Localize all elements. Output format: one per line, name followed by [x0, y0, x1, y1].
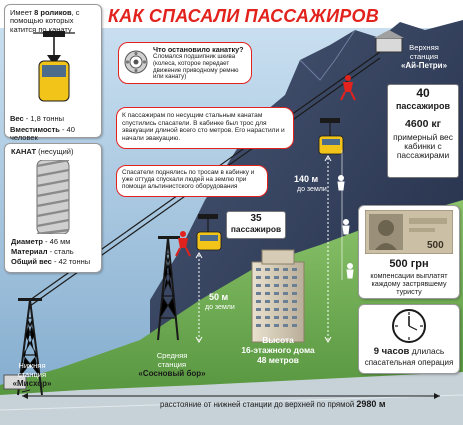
- rope-title: КАНАТ (несущий): [11, 147, 74, 156]
- station-lower-line1: Нижняя: [18, 361, 46, 370]
- tower-middle: [157, 236, 180, 341]
- rollers-prefix: Имеет: [10, 8, 33, 17]
- road: [0, 372, 463, 425]
- callout-stop-heading: Что остановило канатку?: [153, 45, 244, 54]
- rope-weight-label: Общий вес: [11, 257, 52, 266]
- callout-rescuers-descended: К пассажирам по несущим стальным канатам…: [116, 107, 294, 149]
- rope-material-value: - сталь: [47, 247, 74, 256]
- callout-stop-body: Сломался подшипник шкива (колеса, которо…: [153, 53, 239, 81]
- rope-strand-icon: [36, 160, 70, 234]
- rope-title-label: КАНАТ: [11, 147, 37, 156]
- lower-passenger-count: 35: [250, 213, 262, 224]
- duration-caption: спасательная операция: [364, 358, 454, 367]
- compensation-amount: 500 грн: [389, 258, 429, 270]
- cabin-specs-panel: Имеет 8 роликов, с помощью которых катит…: [4, 4, 102, 142]
- gondola-icon: [33, 31, 75, 102]
- compensation-caption: компенсации выплатят каждому застрявшему…: [370, 271, 448, 297]
- rope-weight: Общий вес - 42 тонны: [11, 257, 91, 266]
- rescuer-figure-lower: [175, 231, 191, 257]
- station-upper-line2: станция: [409, 52, 439, 61]
- rope-material-label: Материал: [11, 247, 48, 256]
- station-upper-name: «Ай-Петри»: [400, 61, 448, 70]
- upper-passenger-label: пассажиров: [395, 101, 450, 111]
- climber-figures: [337, 150, 354, 280]
- lower-passenger-label: пассажиров: [230, 224, 282, 234]
- distance-text: расстояние от нижней станции до верхней …: [160, 400, 355, 409]
- tower-lower: [17, 298, 43, 396]
- rope-diameter-label: Диаметр: [11, 237, 43, 246]
- rope-specs-panel: КАНАТ (несущий) Диаметр - 46 мм Материал…: [4, 143, 102, 273]
- station-middle-line1: Средняя: [156, 351, 188, 360]
- distance-arrow: [22, 393, 440, 399]
- distance-value: 2980 м: [356, 399, 386, 409]
- duration-hours-suffix: длилась: [409, 346, 445, 356]
- cabin-upper-graphic: [318, 118, 344, 155]
- rollers-suffix: , с помощью которых катится по канату: [10, 8, 80, 34]
- duration-panel: 9 часов длилась спасательная операция: [358, 304, 460, 374]
- clock-icon: [392, 309, 426, 343]
- rescuer-figure-upper: [340, 75, 356, 101]
- rope-title-note: (несущий): [36, 147, 74, 156]
- page-title: КАК СПАСАЛИ ПАССАЖИРОВ: [108, 6, 379, 26]
- rope-diameter: Диаметр - 46 мм: [11, 237, 71, 246]
- cabin-weight-value: - 1,8 тонны: [23, 114, 65, 123]
- rope-diameter-value: - 46 мм: [43, 237, 71, 246]
- distance-label: расстояние от нижней станции до верхней …: [160, 399, 440, 410]
- building-caption-3: 48 метров: [257, 355, 299, 365]
- station-lower-line2: станция: [17, 370, 47, 379]
- cabin-lower-info: 35 пассажиров: [226, 211, 286, 239]
- building-caption-1: Высота: [262, 335, 294, 345]
- callout-climb-body: Спасатели поднялись по тросам в кабинку …: [122, 169, 255, 191]
- grass-slope: [0, 200, 463, 425]
- cabin-lower-graphic: [196, 214, 222, 251]
- cabin-capacity-label: Вместимость: [10, 125, 60, 134]
- height-lower-value: 50 м: [209, 292, 229, 302]
- cabin-capacity-value: - 40 человек: [10, 125, 75, 143]
- station-lower-name: «Мисхор»: [12, 379, 52, 388]
- height-upper-caption: до земли: [297, 186, 327, 193]
- cabin-weight-label: Вес: [10, 114, 24, 123]
- cabin-upper-info: 40 пассажиров 4600 кг примерный вес каби…: [387, 84, 459, 178]
- station-middle-name: «Сосновый бор»: [138, 369, 206, 378]
- rollers-text: Имеет 8 роликов, с помощью которых катит…: [10, 8, 98, 34]
- banknote-denomination: 500: [427, 240, 444, 251]
- station-upper-line1: Верхняя: [409, 43, 439, 52]
- cabin-weight: Вес - 1,8 тонны: [10, 114, 65, 123]
- duration-hours-value: 9 часов: [373, 346, 410, 357]
- callout-what-stopped: Что остановило канатку? Сломался подшипн…: [118, 42, 252, 84]
- upper-cabin-weight-caption: примерный вес кабинки с пассажирами: [393, 132, 453, 161]
- compensation-panel: 500 500 грн компенсации выплатят каждому…: [358, 205, 460, 299]
- lower-station-graphic: [3, 374, 27, 390]
- building-caption-2: 16-этажного дома: [241, 345, 315, 355]
- height-upper-value: 140 м: [294, 174, 319, 184]
- upper-cabin-weight: 4600 кг: [405, 118, 441, 130]
- upper-station-graphic: [374, 30, 404, 53]
- cabin-capacity: Вместимость - 40 человек: [10, 125, 101, 143]
- rope-weight-value: - 42 тонны: [51, 257, 91, 266]
- upper-passenger-count: 40: [416, 86, 430, 100]
- callout-rope-body: К пассажирам по несущим стальным канатам…: [122, 112, 285, 142]
- rollers-count: 8 роликов: [34, 8, 72, 17]
- callout-rescuers-climbed: Спасатели поднялись по тросам в кабинку …: [116, 165, 268, 197]
- rope-material: Материал - сталь: [11, 247, 74, 256]
- duration-hours: 9 часов длилась: [359, 346, 459, 358]
- banknote-icon: [365, 210, 453, 254]
- station-middle-line2: станция: [157, 360, 187, 369]
- height-lower-caption: до земли: [205, 304, 235, 311]
- bearing-icon: [124, 50, 148, 74]
- building-16-floor: [251, 249, 305, 343]
